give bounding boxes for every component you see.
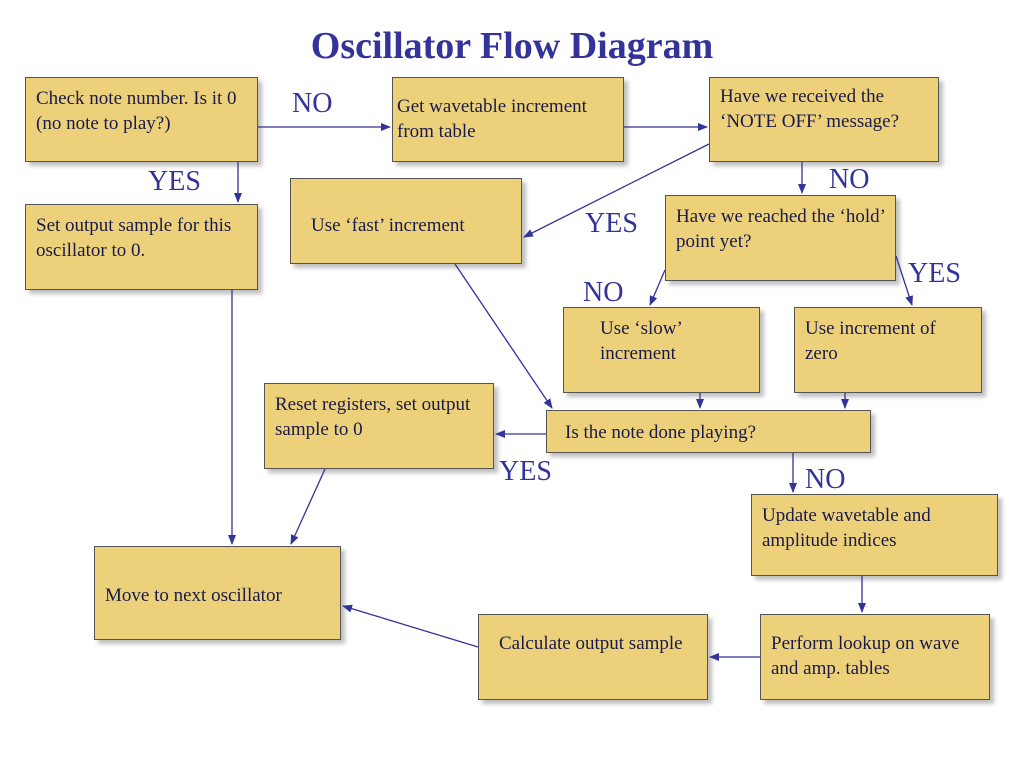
get-increment-text: Get wavetable increment from table [397, 96, 587, 143]
perform-lookup-box: Perform lookup on wave and amp. tables [760, 614, 990, 700]
fast-increment-box: Use ‘fast’ increment [290, 178, 522, 264]
done-playing-box: Is the note done playing? [546, 410, 871, 453]
yes-label-hold: YES [908, 258, 961, 289]
note-off-text: Have we received the ‘NOTE OFF’ message? [720, 86, 900, 133]
calc-output-box: Calculate output sample [478, 614, 708, 700]
set-output-zero-box: Set output sample for this oscillator to… [25, 204, 258, 290]
calc-output-text: Calculate output sample [499, 633, 683, 654]
arrow-hold-to-zero [895, 255, 914, 306]
done-playing-text: Is the note done playing? [565, 422, 757, 443]
no-label-note-off: NO [829, 164, 870, 195]
no-label-done: NO [805, 464, 846, 495]
arrow-calc-to-next [342, 604, 479, 648]
check-note-box: Check note number. Is it 0 (no note to p… [25, 77, 258, 162]
update-indices-box: Update wavetable and amplitude indices [751, 494, 998, 576]
yes-label-done: YES [499, 456, 552, 487]
yes-label-check: YES [148, 166, 201, 197]
zero-increment-text: Use increment of zero [805, 318, 936, 365]
reset-registers-box: Reset registers, set output sample to 0 [264, 383, 494, 469]
hold-point-box: Have we reached the ‘hold’ point yet? [665, 195, 896, 281]
reset-registers-text: Reset registers, set output sample to 0 [275, 394, 471, 441]
arrow-note-off-to-fast [523, 143, 710, 238]
arrow-fast-to-done [454, 263, 553, 409]
arrow-reset-to-next [290, 468, 326, 545]
slow-increment-box: Use ‘slow’ increment [563, 307, 760, 393]
no-label-hold: NO [583, 277, 624, 308]
diagram-title: Oscillator Flow Diagram [310, 25, 714, 67]
get-increment-box: Get wavetable increment from table [392, 77, 624, 162]
set-output-zero-text: Set output sample for this oscillator to… [36, 215, 232, 262]
note-off-box: Have we received the ‘NOTE OFF’ message? [709, 77, 939, 162]
check-note-text: Check note number. Is it 0 (no note to p… [36, 88, 237, 135]
zero-increment-box: Use increment of zero [794, 307, 982, 393]
fast-increment-text: Use ‘fast’ increment [311, 215, 465, 236]
perform-lookup-text: Perform lookup on wave and amp. tables [771, 633, 960, 680]
slow-increment-text: Use ‘slow’ increment [600, 318, 682, 365]
hold-point-text: Have we reached the ‘hold’ point yet? [676, 206, 885, 253]
next-oscillator-box: Move to next oscillator [94, 546, 341, 640]
no-label-check: NO [292, 88, 333, 119]
arrow-hold-to-slow [649, 269, 666, 306]
next-oscillator-text: Move to next oscillator [105, 585, 282, 606]
update-indices-text: Update wavetable and amplitude indices [762, 505, 931, 552]
yes-label-note-off: YES [585, 208, 638, 239]
